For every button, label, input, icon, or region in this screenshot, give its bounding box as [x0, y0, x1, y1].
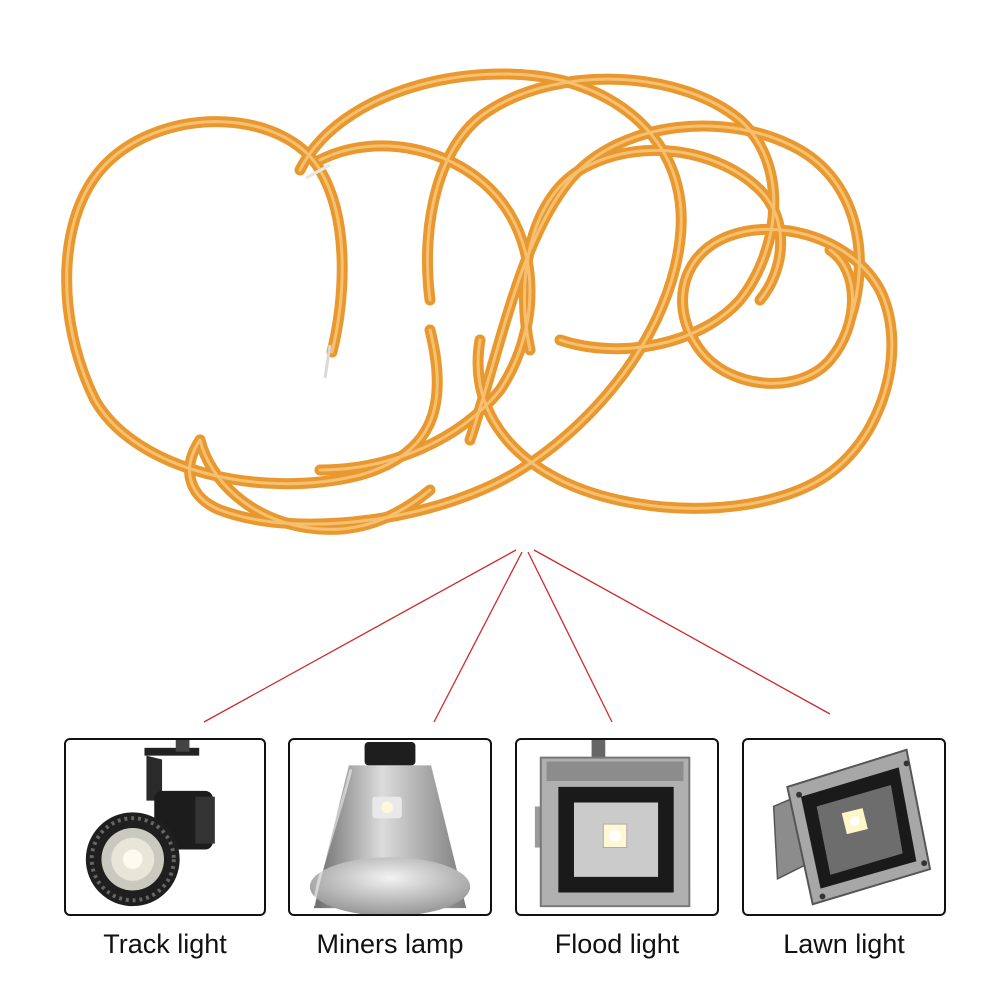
miners-lamp-panel — [288, 738, 492, 916]
connector-lines — [203, 549, 831, 723]
flood-light-label: Flood light — [554, 929, 680, 959]
filament-highlight — [468, 124, 861, 442]
lawn-light-panel — [742, 738, 946, 916]
connector-line-flood-light — [527, 551, 613, 723]
filament-lead-wire — [323, 344, 332, 379]
track-light-icon — [85, 740, 215, 907]
track-light-label: Track light — [103, 929, 227, 959]
flood-light-icon — [534, 740, 691, 908]
filament-highlight — [698, 248, 854, 385]
filament-highlight — [198, 438, 432, 531]
miners-lamp-icon — [309, 741, 471, 914]
connector-line-miners-lamp — [433, 551, 523, 723]
connector-line-lawn-light — [533, 549, 831, 715]
track-light-panel — [64, 738, 266, 916]
filament-highlight — [476, 227, 894, 510]
filament-highlight — [188, 72, 683, 526]
filament-highlight — [318, 144, 532, 472]
connector-line-track-light — [203, 549, 517, 723]
flood-light-panel — [515, 738, 719, 916]
filament-highlight — [522, 148, 783, 352]
filament-tie-wire — [305, 163, 331, 180]
miners-lamp-label: Miners lamp — [316, 929, 464, 959]
lawn-light-icon — [772, 748, 932, 906]
lawn-light-label: Lawn light — [783, 929, 905, 959]
filament-highlight — [426, 77, 776, 351]
led-filament-coil-icon — [61, 68, 898, 535]
